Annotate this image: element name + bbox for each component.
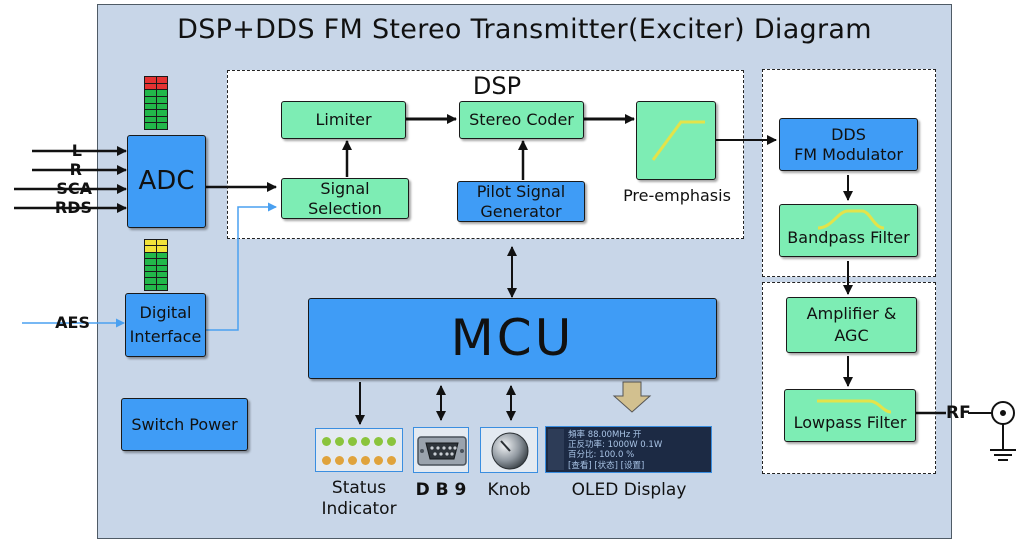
switch-power-label: Switch Power [131,414,238,434]
rf-connector-center [1000,410,1006,416]
input-label-rds: RDS [54,198,92,217]
input-label-r: R [69,160,82,179]
oled-row4: [查看] [状态] [设置] [568,461,645,471]
oled-row2: 正反功率: 1000W 0.1W [568,440,663,450]
input-label-aes: AES [55,313,90,332]
status-indicator-label: Status Indicator [300,478,418,521]
oled-display-panel: 頻率 88.00MHz 开 正反功率: 1000W 0.1W 百分比: 100.… [545,426,712,473]
rf-output-label: RF [946,403,971,423]
pre-emphasis-block [636,101,716,180]
knob-panel [480,427,538,473]
signal-selection-line1: Signal [320,178,370,198]
dsp-label: DSP [472,72,522,100]
dds-line1: DDS [831,124,866,144]
mcu-block: MCU [308,298,717,379]
oled-arrow [612,381,652,413]
adc-block: ADC [127,135,206,228]
dds-line2: FM Modulator [794,144,903,164]
oled-side-strip [548,429,564,470]
oled-row3: 百分比: 100.0 % [568,450,635,460]
input-label-l: L [71,141,82,160]
dds-modulator-block: DDS FM Modulator [779,118,918,171]
db9-panel [413,427,469,473]
status-line1: Status [331,478,387,498]
limiter-block: Limiter [281,101,406,139]
knob-icon [491,432,529,470]
mcu-label: MCU [450,309,575,368]
status-leds-amber [322,456,396,465]
signal-selection-block: Signal Selection [281,178,409,219]
db9-connector-icon [417,436,467,466]
amplifier-line1: Amplifier & [806,304,897,323]
lowpass-label: Lowpass Filter [793,412,907,432]
bandpass-curve [817,209,885,230]
status-leds-green [322,437,396,446]
status-indicator-panel [315,428,403,472]
pilot-generator-block: Pilot Signal Generator [457,181,585,222]
pilot-generator-line2: Generator [480,201,562,221]
status-line2: Indicator [321,499,397,520]
bandpass-label: Bandpass Filter [787,227,910,247]
interface-level-meter [144,239,168,291]
limiter-label: Limiter [315,110,372,129]
pre-emphasis-label: Pre-emphasis [623,186,731,205]
interface-to-selection-arrow [206,202,277,331]
digital-interface-line1: Digital [139,303,192,322]
knob-label: Knob [487,480,531,500]
db9-label: D B 9 [415,480,467,500]
bandpass-filter-block: Bandpass Filter [779,204,918,257]
oled-row1: 頻率 88.00MHz 开 [568,430,642,440]
digital-interface-block: Digital Interface [125,293,206,357]
adc-level-meter [144,76,168,130]
amplifier-line2: AGC [834,326,869,345]
lowpass-curve [817,399,892,414]
pre-emphasis-curve [651,120,705,161]
signal-selection-line2: Selection [308,198,382,218]
lowpass-filter-block: Lowpass Filter [784,389,916,442]
adc-label: ADC [138,166,195,197]
oled-display-label: OLED Display [571,480,687,500]
input-label-sca: SCA [56,179,92,198]
digital-interface-line2: Interface [129,327,202,346]
diagram-title: DSP+DDS FM Stereo Transmitter(Exciter) D… [177,14,872,45]
pilot-generator-line1: Pilot Signal [476,181,566,201]
stereo-coder-block: Stereo Coder [459,101,584,139]
switch-power-block: Switch Power [121,398,248,451]
amplifier-agc-block: Amplifier & AGC [786,297,917,353]
stereo-coder-label: Stereo Coder [469,110,574,129]
